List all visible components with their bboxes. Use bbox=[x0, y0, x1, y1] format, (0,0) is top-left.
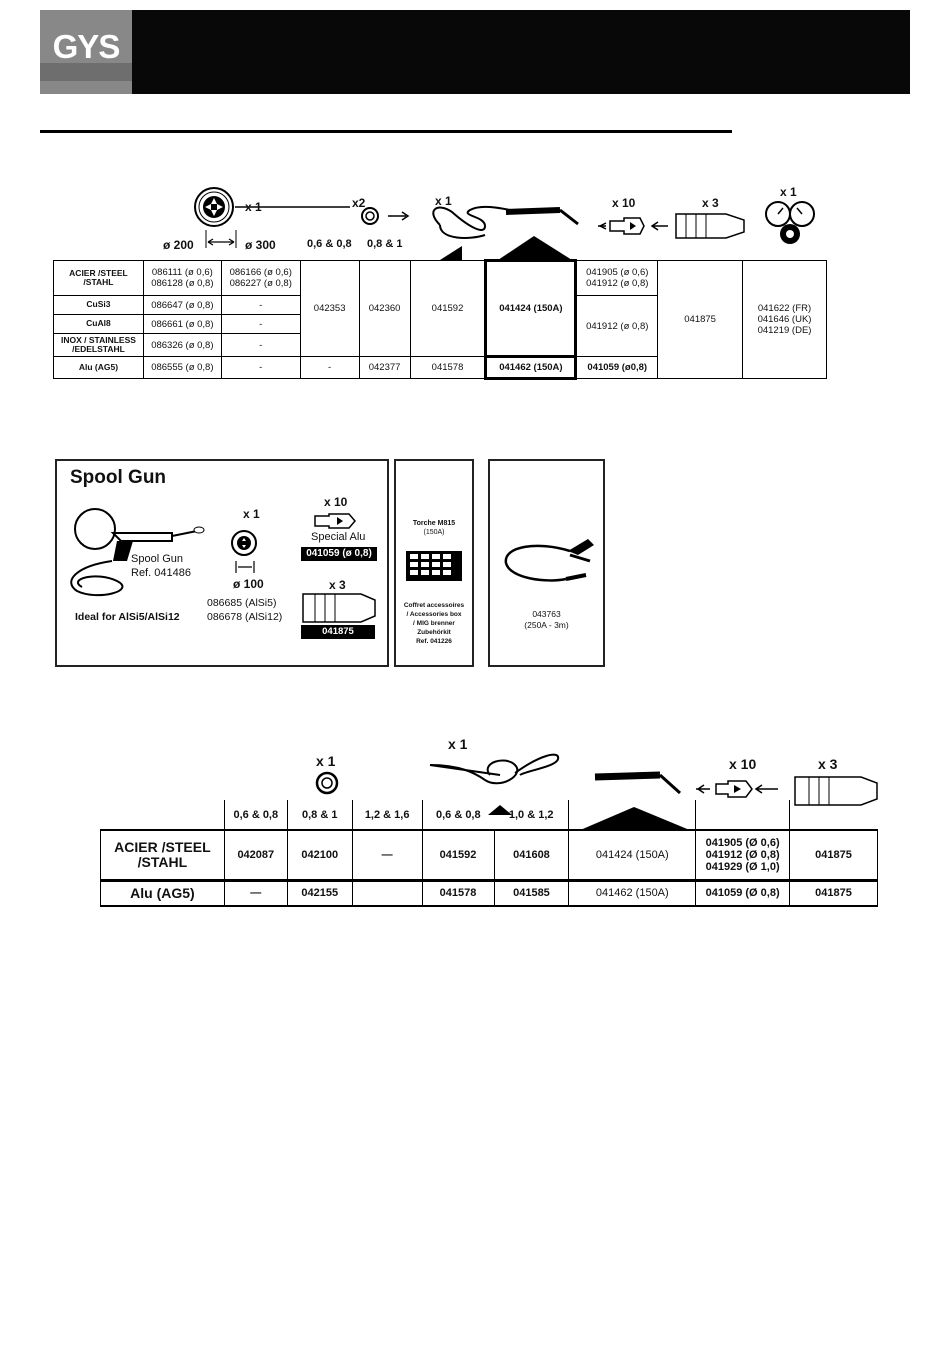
nozzle-qty: x 3 bbox=[329, 578, 346, 592]
spool-gun-panel: Spool Gun Spool Gun Ref. 041486 Ideal fo… bbox=[55, 459, 389, 667]
t2-tip-qty: x 10 bbox=[729, 756, 757, 772]
t2-nozzle-qty: x 3 bbox=[818, 756, 838, 772]
nozzle-icon bbox=[794, 776, 878, 806]
spool-gun-ref: Ref. 041486 bbox=[131, 567, 191, 579]
gys-logo: GYS bbox=[40, 10, 132, 94]
t2-torch-qty: x 1 bbox=[448, 736, 468, 752]
gauge-refs: 041622 (FR)041646 (UK)041219 (DE) bbox=[742, 260, 827, 379]
gas-regulator-icon bbox=[765, 201, 815, 244]
reel-icon bbox=[231, 530, 257, 556]
tip-qty: x 10 bbox=[612, 196, 636, 210]
reel-diam: ø 100 bbox=[233, 577, 264, 591]
nozzle-icon bbox=[675, 213, 745, 239]
spool-gun-title: Spool Gun bbox=[70, 467, 167, 488]
col-d300: ø 300 bbox=[245, 238, 276, 252]
torch-ref: 041424 (150A) bbox=[484, 259, 578, 358]
ideal-for: Ideal for AlSi5/AlSi12 bbox=[75, 611, 180, 623]
roller-2-ref: 042360 bbox=[358, 260, 411, 357]
table1-illustrations bbox=[194, 187, 815, 260]
drive-roller-icon bbox=[315, 771, 339, 795]
tip-ref: 041059 (ø 0,8) bbox=[301, 547, 377, 561]
tip-qty: x 10 bbox=[324, 495, 348, 509]
roller-qty: x2 bbox=[352, 196, 366, 210]
spool-gun-illustrations bbox=[70, 508, 376, 623]
drive-roller-icon bbox=[361, 207, 379, 225]
nozzle-qty: x 3 bbox=[702, 196, 719, 210]
accessories-box-icon bbox=[406, 551, 462, 581]
mig-torch-icon bbox=[432, 205, 579, 260]
contact-tip-icon bbox=[598, 217, 645, 235]
nozzle-ref: 041875 bbox=[301, 625, 375, 639]
spool-gun-label: Spool Gun bbox=[131, 553, 183, 565]
consumables-table-2: 0,6 & 0,8 0,8 & 1 1,2 & 1,6 0,6 & 0,8 1,… bbox=[100, 800, 878, 907]
table2-illustrations bbox=[315, 753, 878, 831]
wire-reel-icon bbox=[194, 187, 234, 227]
earth-clamp-panel: 043763 (250A - 3m) bbox=[488, 459, 605, 667]
t2-row-alu: Alu (AG5) bbox=[100, 878, 225, 907]
clamp-ref: 043763 bbox=[532, 609, 561, 619]
logo-text: GYS bbox=[52, 28, 121, 65]
header-bar bbox=[40, 10, 910, 94]
accessories-box-panel: Torche M815 (150A) Coffret accessoires /… bbox=[394, 459, 474, 667]
consumables-table-1: ACIER /STEEL /STAHL 086111 (ø 0,6)086128… bbox=[53, 259, 827, 380]
reel-qty: x 1 bbox=[245, 200, 262, 214]
col-d200: ø 200 bbox=[163, 238, 194, 252]
nozzle-ref: 041875 bbox=[657, 260, 744, 379]
roller-1-ref: 042353 bbox=[299, 260, 360, 357]
col-roller-1: 0,6 & 0,8 bbox=[307, 238, 352, 250]
contact-tip-icon bbox=[314, 513, 356, 529]
nozzle-icon bbox=[302, 593, 376, 623]
earth-clamp-icon bbox=[504, 539, 594, 582]
liner-ref: 041592 bbox=[409, 260, 487, 357]
t2-row-steel: ACIER /STEEL /STAHL bbox=[100, 829, 225, 881]
torch-qty: x 1 bbox=[435, 194, 452, 208]
row-label: ACIER /STEEL /STAHL bbox=[53, 260, 144, 296]
reel-qty: x 1 bbox=[243, 507, 260, 521]
t2-roller-qty: x 1 bbox=[316, 753, 336, 769]
section-rule bbox=[40, 130, 732, 133]
tip-ref-mid: 041912 (ø 0,8) bbox=[575, 295, 659, 357]
gauge-qty: x 1 bbox=[780, 185, 797, 199]
contact-tip-icon bbox=[696, 780, 753, 798]
col-roller-2: 0,8 & 1 bbox=[367, 238, 403, 250]
clamp-spec: (250A - 3m) bbox=[524, 620, 569, 630]
spool-gun-icon bbox=[70, 508, 205, 597]
tip-label: Special Alu bbox=[311, 531, 366, 543]
